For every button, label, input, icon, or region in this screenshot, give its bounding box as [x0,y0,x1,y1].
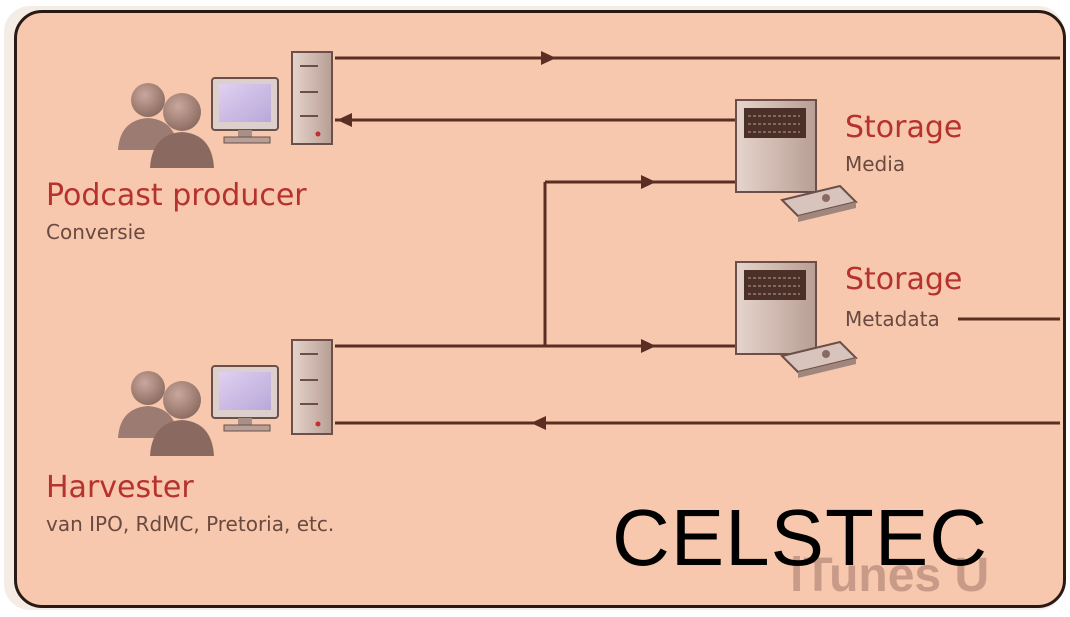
disk-drive-icon [780,340,858,378]
celstec-watermark: CELSTEC [612,493,988,582]
harvester-title: Harvester [46,470,194,505]
storage-metadata-icon [735,261,858,378]
arrowhead-right [541,51,556,65]
harvester-icon [118,339,333,456]
arrowhead-left [531,416,546,430]
storage-metadata-title: Storage [845,262,963,297]
podcast-producer-icon [118,51,333,168]
disk-drive-icon [780,184,858,222]
podcast-producer-title: Podcast producer [46,178,307,213]
server-unit-icon [735,99,817,193]
podcast-producer-subtitle: Conversie [46,220,146,244]
users-icon [118,83,214,168]
monitor-icon [211,77,279,144]
itunes-u-label: iTunes U [790,549,990,602]
harvester-subtitle: van IPO, RdMC, Pretoria, etc. [46,512,335,536]
storage-media-icon [735,99,858,222]
storage-media-title: Storage [845,110,963,145]
users-icon [118,371,214,456]
arrowhead-left [337,113,352,127]
server-tower-icon [291,51,333,145]
storage-media-subtitle: Media [845,152,906,176]
monitor-icon [211,365,279,432]
server-tower-icon [291,339,333,435]
arrowhead-right [641,339,656,353]
storage-metadata-subtitle: Metadata [845,307,940,331]
arrowhead-right [641,175,656,189]
server-unit-icon [735,261,817,355]
